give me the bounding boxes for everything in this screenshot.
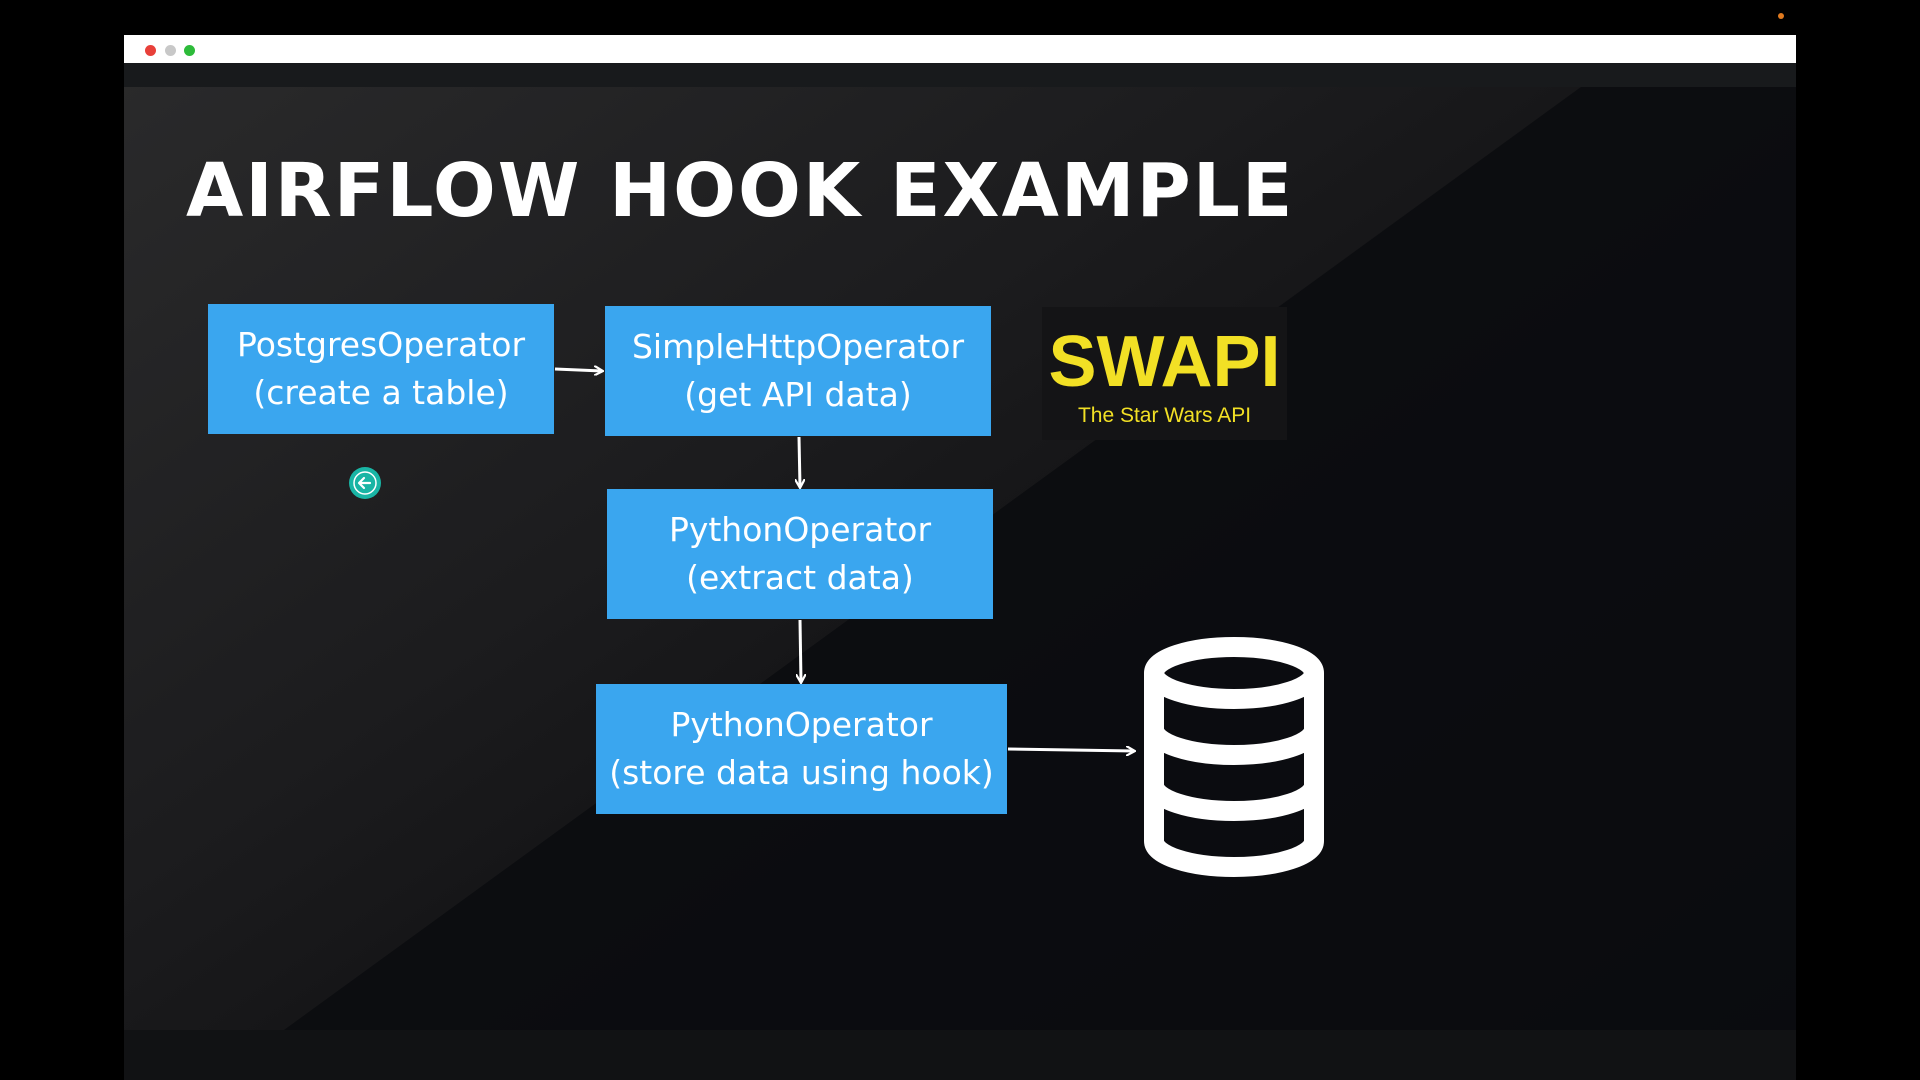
operator-name: PythonOperator bbox=[668, 510, 932, 549]
pointer-cursor bbox=[349, 467, 381, 499]
arrow-left-icon bbox=[353, 471, 377, 495]
operator-description: (store data using hook) bbox=[609, 753, 994, 792]
python-operator-extract-box: PythonOperator (extract data) bbox=[607, 489, 993, 619]
swapi-logo: SWAPI bbox=[1048, 322, 1281, 402]
operator-description: (get API data) bbox=[684, 375, 912, 414]
simplehttp-operator-box: SimpleHttpOperator (get API data) bbox=[605, 306, 991, 436]
swapi-tagline: The Star Wars API bbox=[1077, 404, 1252, 427]
slide-top-strip bbox=[124, 63, 1796, 87]
camera-indicator-dot bbox=[1778, 13, 1784, 19]
slide-title: AIRFLOW HOOK EXAMPLE bbox=[186, 148, 1295, 234]
postgres-operator-box: PostgresOperator (create a table) bbox=[208, 304, 554, 434]
operator-description: (extract data) bbox=[686, 558, 914, 597]
bottom-strip bbox=[124, 1030, 1796, 1080]
python-operator-store-box: PythonOperator (store data using hook) bbox=[596, 684, 1007, 814]
maximize-window-button[interactable] bbox=[184, 45, 195, 56]
operator-name: PythonOperator bbox=[670, 705, 933, 744]
window-title-bar bbox=[124, 35, 1796, 63]
swapi-logo-panel: SWAPI The Star Wars API bbox=[1042, 307, 1287, 440]
operator-name: PostgresOperator bbox=[236, 325, 526, 364]
close-window-button[interactable] bbox=[145, 45, 156, 56]
operator-description: (create a table) bbox=[253, 373, 509, 412]
minimize-window-button[interactable] bbox=[165, 45, 176, 56]
presentation-slide: AIRFLOW HOOK EXAMPLE PostgresOperator (c… bbox=[124, 63, 1796, 1030]
database-icon bbox=[1144, 637, 1324, 877]
operator-name: SimpleHttpOperator bbox=[631, 327, 965, 366]
